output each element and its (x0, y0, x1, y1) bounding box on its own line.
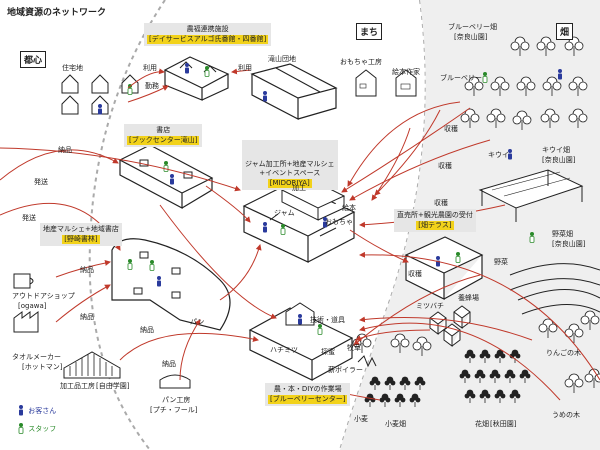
shoten-building (118, 144, 214, 209)
place-ume: うめの木 (552, 411, 580, 419)
flow-noh-3: 納品 (80, 313, 94, 321)
room-gijitsu: 技術・道具 (310, 316, 345, 324)
room-pan: パン (190, 318, 205, 326)
flow-kinmu: 勤務 (145, 82, 159, 90)
place-blueberry: ブルーベリー (440, 74, 482, 82)
label-shoten: 書店[ブックセンター滝山] (124, 124, 203, 147)
place-jutakuchi: 住宅地 (62, 64, 83, 72)
label-midoriya: ジャム加工所+地産マルシェ +イベントスペース[MIDORIYA] (242, 140, 338, 190)
page-title: 地域資源のネットワーク (7, 8, 107, 18)
place-outdoor-shop-sub: [ogawa] (18, 302, 47, 310)
pan-icon (159, 374, 191, 389)
outdoor-icon (13, 273, 34, 289)
place-yasai-field-sub: [奈良山園] (552, 240, 586, 248)
flow-shuukaku-1: 収穫 (444, 125, 458, 133)
place-takiyama: 滝山団地 (268, 55, 296, 63)
place-ringo: りんごの木 (546, 349, 581, 357)
place-kiwi-field: キウイ畑 (542, 146, 570, 154)
flow-hasso-1: 発送 (34, 178, 48, 186)
flow-riyo-2: 利用 (238, 64, 252, 72)
zone-hatake: 畑 (556, 23, 574, 40)
terrace-building (404, 236, 484, 300)
room-omocha: おもちゃ (325, 218, 353, 226)
zone-toshin: 都心 (20, 51, 47, 68)
ehon-house (395, 69, 417, 97)
label-chisan: 地産マルシェ+地域書店[野崎書林] (40, 223, 122, 246)
place-shin-boiler: 薪ボイラー (328, 366, 363, 374)
place-pan-kobo: パン工房 (162, 396, 191, 404)
flow-noh-2: 納品 (80, 266, 94, 274)
flow-shuukaku-3: 収穫 (434, 199, 448, 207)
towel-icon (13, 311, 39, 333)
legend-customer: お客さん (16, 405, 56, 417)
place-kakohin: 加工品工房 (60, 382, 95, 390)
place-kafun: 花畑 (475, 420, 489, 428)
zone-machi: まち (356, 23, 383, 40)
place-kakohin-sub: [自由学園] (96, 382, 130, 390)
zone-divider-right (339, 0, 427, 450)
place-ehon-sakka: 絵本作家 (392, 68, 420, 76)
place-komugi-field: 小麦畑 (385, 420, 406, 428)
label-sagyoba: 農・本・DIYの作業場[ブルーベリーセンター] (265, 383, 351, 406)
room-hachimitsu: ハチミツ (270, 346, 298, 354)
kiwi-trellis (478, 149, 584, 222)
omocha-house (355, 69, 377, 97)
room-jam: ジャム (274, 209, 295, 217)
place-outdoor-shop: アウトドアショップ (12, 292, 75, 300)
place-bokuso: 牧草 (347, 344, 361, 352)
room-saibai: 採蜜 (321, 348, 335, 356)
label-nofuku: 農福連携施設[デイサービスアルゴ氏番館・四番館] (144, 23, 272, 46)
flow-noh-5: 納品 (162, 360, 176, 368)
flow-noh-4: 納品 (140, 326, 154, 334)
place-towel-maker-sub: [ホットマン] (22, 363, 63, 371)
room-kako: 加工 (292, 184, 306, 192)
hive-boxes (429, 305, 471, 347)
flow-riyo-1: 利用 (143, 64, 157, 72)
customer-icon (19, 405, 23, 416)
house-icons (61, 74, 139, 115)
staff-icon (18, 423, 24, 434)
kakohin-icon (63, 351, 121, 379)
vegetable-rows (509, 231, 600, 315)
room-ehon: 絵本 (342, 204, 356, 212)
place-omocha-kobo: おもちゃ工房 (340, 58, 382, 66)
label-chokubai: 直売所+観光農園の受付[畑テラス] (394, 209, 476, 232)
place-blueberry-field: ブルーベリー畑 (448, 23, 497, 31)
flow-noh-1: 納品 (58, 146, 72, 154)
flow-shuukaku-2: 収穫 (438, 162, 452, 170)
place-kiwi-field-sub: [奈良山園] (542, 156, 576, 164)
place-towel-maker: タオルメーカー (12, 353, 61, 361)
place-yasai: 野菜 (494, 258, 508, 266)
bbc-building (248, 302, 354, 381)
place-kafun-sub: [秋田園] (490, 420, 517, 428)
place-yohojo: 養蜂場 (458, 294, 479, 302)
nozaki-building (111, 238, 231, 331)
flow-arrows (0, 68, 600, 401)
nofuku-building (163, 56, 230, 101)
place-yasai-field: 野菜畑 (552, 230, 573, 238)
flow-shuukaku-4: 収穫 (408, 270, 422, 278)
legend-staff: スタッフ (16, 423, 56, 435)
place-blueberry-field-sub: [奈良山園] (454, 33, 488, 41)
bokuso-icon (357, 355, 377, 368)
takiyama-danchi (250, 63, 338, 120)
place-kiwi: キウイ (488, 151, 509, 159)
place-mitsubachi: ミツバチ (416, 302, 444, 310)
flow-hasso-2: 発送 (22, 214, 36, 222)
place-pan-kobo-sub: [プチ・フール] (150, 406, 198, 414)
place-komugi: 小麦 (354, 415, 368, 423)
